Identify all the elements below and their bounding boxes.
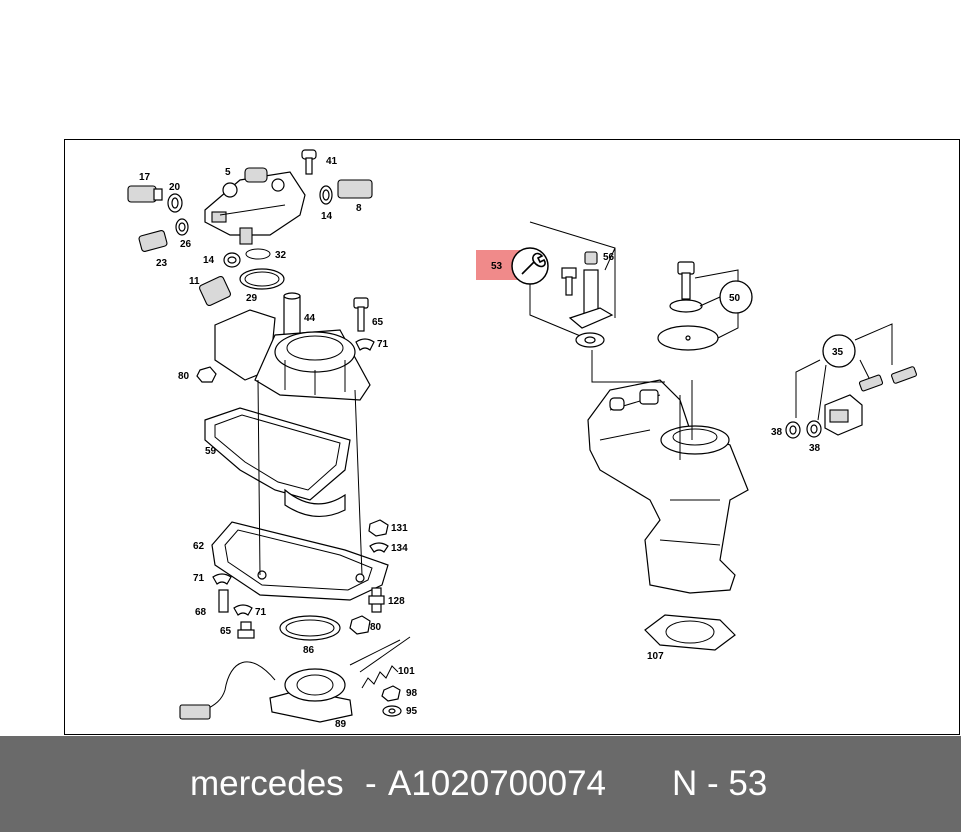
clip-71b — [212, 573, 232, 585]
oring-32 — [245, 248, 271, 260]
gasket-107 — [644, 614, 736, 651]
ring-29 — [239, 268, 285, 290]
fitting-23 — [138, 230, 168, 252]
label-65a: 65 — [372, 317, 384, 328]
label-17: 17 — [139, 172, 151, 183]
fitting-17 — [127, 185, 163, 203]
label-71a: 71 — [377, 339, 389, 350]
bolt-65a — [353, 297, 369, 332]
separator: - — [365, 764, 377, 803]
nut-98 — [381, 685, 401, 702]
label-11: 11 — [189, 276, 200, 287]
label-50: 50 — [729, 293, 741, 304]
label-134: 134 — [391, 543, 408, 554]
label-80b: 80 — [370, 622, 382, 633]
label-53: 53 — [491, 261, 503, 272]
washer-20 — [167, 193, 183, 213]
valve-assembly-53 — [561, 267, 614, 348]
bolt-128 — [368, 587, 385, 613]
label-38a: 38 — [771, 427, 783, 438]
wrench-icon — [511, 247, 549, 285]
label-71b: 71 — [193, 573, 205, 584]
callout-35 — [822, 334, 856, 368]
clip-134 — [369, 542, 389, 553]
label-44: 44 — [304, 313, 316, 324]
nut-80a — [196, 366, 217, 383]
nut-131 — [368, 519, 389, 537]
washer-38b — [806, 420, 822, 438]
label-8: 8 — [356, 203, 362, 214]
fitting-11 — [199, 275, 231, 307]
sensor-plate-89 — [179, 661, 353, 723]
label-86: 86 — [303, 645, 315, 656]
washer-38a — [785, 421, 801, 439]
label-23: 23 — [156, 258, 168, 269]
fitting-8 — [337, 179, 373, 199]
label-41: 41 — [326, 156, 338, 167]
label-32: 32 — [275, 250, 287, 261]
label-131: 131 — [391, 523, 408, 534]
clamp-86 — [279, 615, 341, 641]
label-62: 62 — [193, 541, 205, 552]
label-14a: 14 — [321, 211, 333, 222]
label-95: 95 — [406, 706, 418, 717]
position-number: N - 53 — [672, 764, 768, 803]
screw-35b — [891, 366, 917, 384]
footer-bar: mercedes - A1020700074 N - 53 — [0, 736, 961, 832]
nut-80b — [349, 615, 371, 635]
label-89: 89 — [335, 719, 347, 730]
label-56: 56 — [603, 252, 615, 263]
label-71c: 71 — [255, 607, 267, 618]
washer-50b — [657, 325, 719, 351]
bolt-41 — [301, 149, 317, 175]
gasket-62 — [211, 521, 389, 601]
screw-35a — [858, 374, 884, 392]
label-80a: 80 — [178, 371, 190, 382]
bolt-65b — [237, 621, 255, 639]
washer-14a — [319, 185, 333, 205]
label-68: 68 — [195, 607, 207, 618]
label-65b: 65 — [220, 626, 232, 637]
bolt-50 — [677, 261, 695, 300]
label-107: 107 — [647, 651, 664, 662]
washer-95 — [382, 705, 402, 717]
throttle-housing — [587, 379, 749, 594]
label-26: 26 — [180, 239, 192, 250]
label-5: 5 — [225, 167, 231, 178]
washer-50a — [669, 299, 703, 313]
label-59: 59 — [205, 446, 217, 457]
label-128: 128 — [388, 596, 405, 607]
pump-head-5 — [204, 167, 306, 245]
label-20: 20 — [169, 182, 181, 193]
switch-35 — [824, 394, 863, 436]
clip-71c — [233, 604, 253, 616]
plug-56 — [584, 251, 598, 265]
label-29: 29 — [246, 293, 258, 304]
label-35: 35 — [832, 347, 844, 358]
spring-101 — [361, 665, 399, 689]
bolt-68 — [218, 589, 229, 613]
brand-name: mercedes — [190, 764, 344, 803]
label-14b: 14 — [203, 255, 215, 266]
label-98: 98 — [406, 688, 418, 699]
label-101: 101 — [398, 666, 415, 677]
injection-housing — [214, 292, 371, 401]
washer-14b — [223, 252, 241, 268]
washer-26 — [175, 218, 189, 236]
gasket-59 — [204, 407, 351, 518]
clip-71a — [355, 338, 375, 351]
part-number: A1020700074 — [388, 764, 606, 803]
label-38b: 38 — [809, 443, 821, 454]
